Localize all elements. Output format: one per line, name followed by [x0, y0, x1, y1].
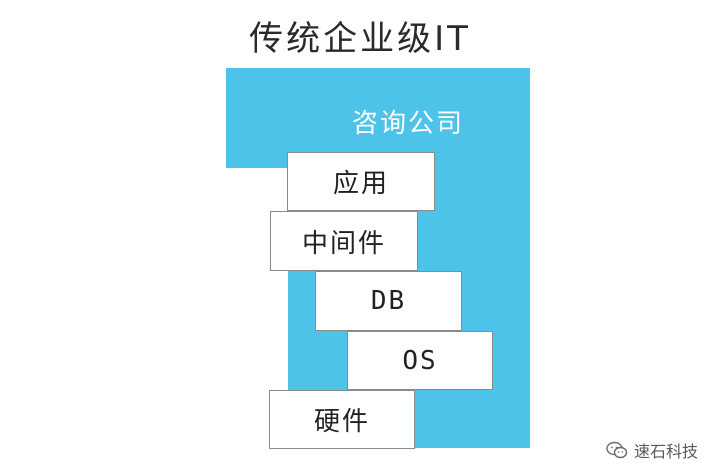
layer-application: 应用: [287, 152, 435, 211]
layer-os: OS: [347, 331, 493, 390]
layer-middleware: 中间件: [270, 211, 418, 271]
diagram-title: 传统企业级IT: [249, 19, 471, 59]
layer-hardware: 硬件: [269, 390, 415, 449]
consulting-label: 咨询公司: [352, 109, 465, 139]
wechat-icon: [606, 441, 628, 459]
watermark: 速石科技: [606, 438, 698, 462]
layer-database: DB: [315, 271, 462, 331]
watermark-text: 速石科技: [633, 442, 698, 461]
